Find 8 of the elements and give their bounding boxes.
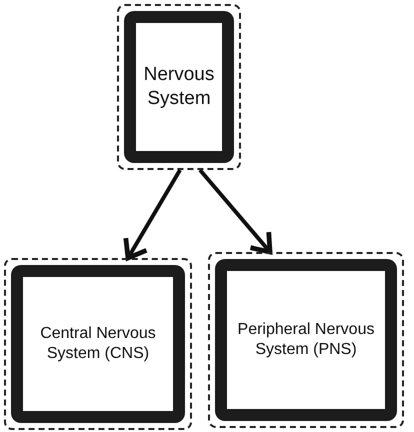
- node-text: Central Nervous System (CNS): [39, 324, 157, 364]
- process-box: [4, 258, 192, 430]
- process-box: [208, 252, 404, 428]
- arrow: [123, 168, 182, 260]
- node-text: Peripheral Nervous System (PNS): [236, 320, 376, 360]
- node-text: Nervous System: [142, 63, 216, 111]
- process-box: [117, 4, 241, 170]
- arrow: [198, 168, 272, 254]
